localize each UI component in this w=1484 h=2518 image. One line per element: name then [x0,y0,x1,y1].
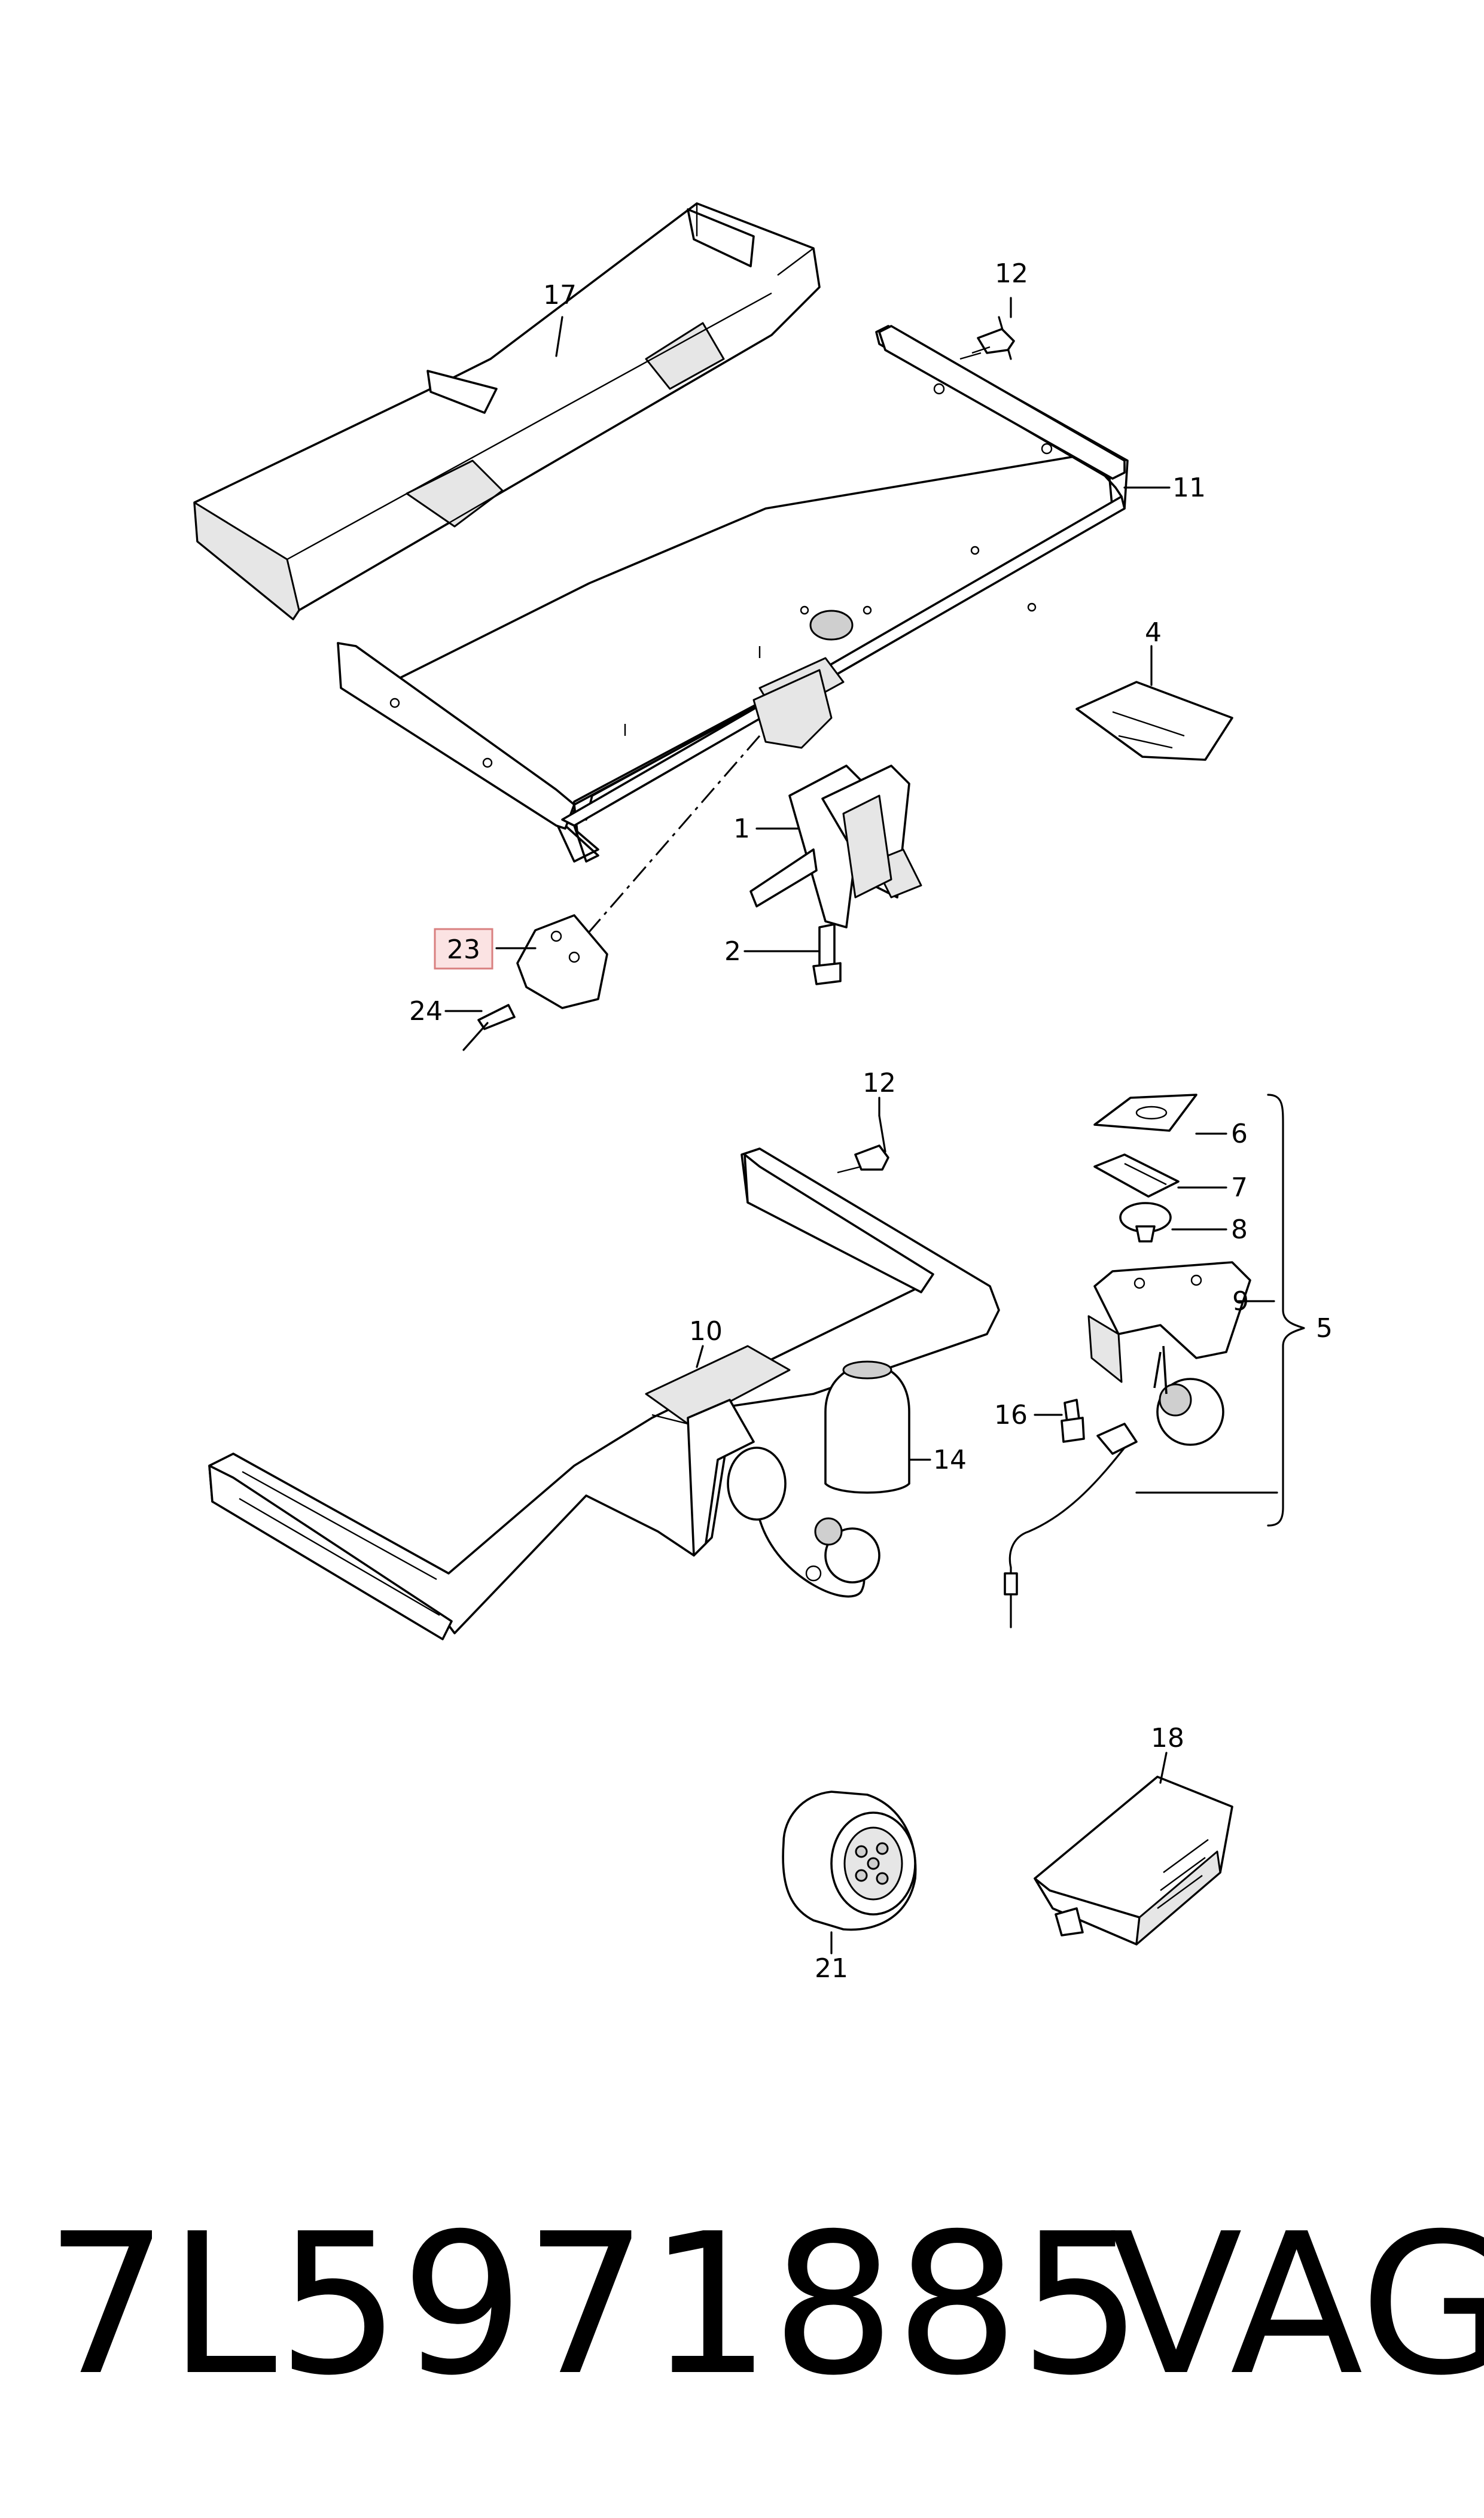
part-2-bolt [812,923,842,985]
callout-12-top: 12 [995,258,1028,289]
part-6-cover-plate [1093,1094,1197,1132]
part-1-bracket [749,765,922,928]
callout-23: 23 [447,934,480,965]
callout-2: 2 [724,936,741,967]
part-23-cover [516,914,608,1009]
callout-23-highlight [434,928,493,970]
callout-16: 16 [994,1400,1028,1430]
callout-17: 17 [543,280,577,310]
part-16-plug [1061,1399,1085,1443]
part-9-socket-bracket [1004,1261,1251,1628]
part-14-ball-cap [824,1360,910,1494]
part-11-tow-bar-frame [337,325,1129,863]
part-10-tow-bar [208,1147,1000,1640]
callout-11: 11 [1172,473,1206,503]
leader-lines [444,297,1278,1954]
callout-labels: 17 12 11 4 1 2 23 24 12 6 7 8 9 5 10 16 … [409,258,1333,1984]
callout-12-lower: 12 [863,1068,896,1098]
callout-21: 21 [815,1953,848,1984]
callout-7: 7 [1231,1173,1248,1203]
part-24-rivet [462,1004,516,1051]
callout-8: 8 [1231,1214,1248,1245]
callout-4: 4 [1145,617,1162,648]
part-18-control-unit [1034,1776,1233,1945]
callout-10: 10 [689,1316,723,1347]
callout-24: 24 [409,996,443,1027]
part-4-grease-pack [1075,681,1233,761]
brand: VAG [1110,2191,1484,2418]
part-12-bolt-top [959,316,1015,360]
part-7-clip [1093,1153,1180,1198]
leader-23-to-frame [579,735,761,943]
part-8-plug [1119,1202,1172,1243]
callout-6: 6 [1231,1119,1248,1149]
part-12-bolt-lower [837,1115,889,1174]
callout-9: 9 [1232,1286,1249,1317]
callout-5: 5 [1316,1313,1333,1344]
callout-14: 14 [933,1445,967,1475]
part-21-socket [782,1791,917,1931]
part-number: 7L5971885 [45,2191,1143,2418]
bracket-group-5 [1267,1094,1305,1527]
callout-1: 1 [733,814,750,844]
part-17-bumper-carrier [193,202,821,620]
callout-18: 18 [1151,1723,1184,1753]
